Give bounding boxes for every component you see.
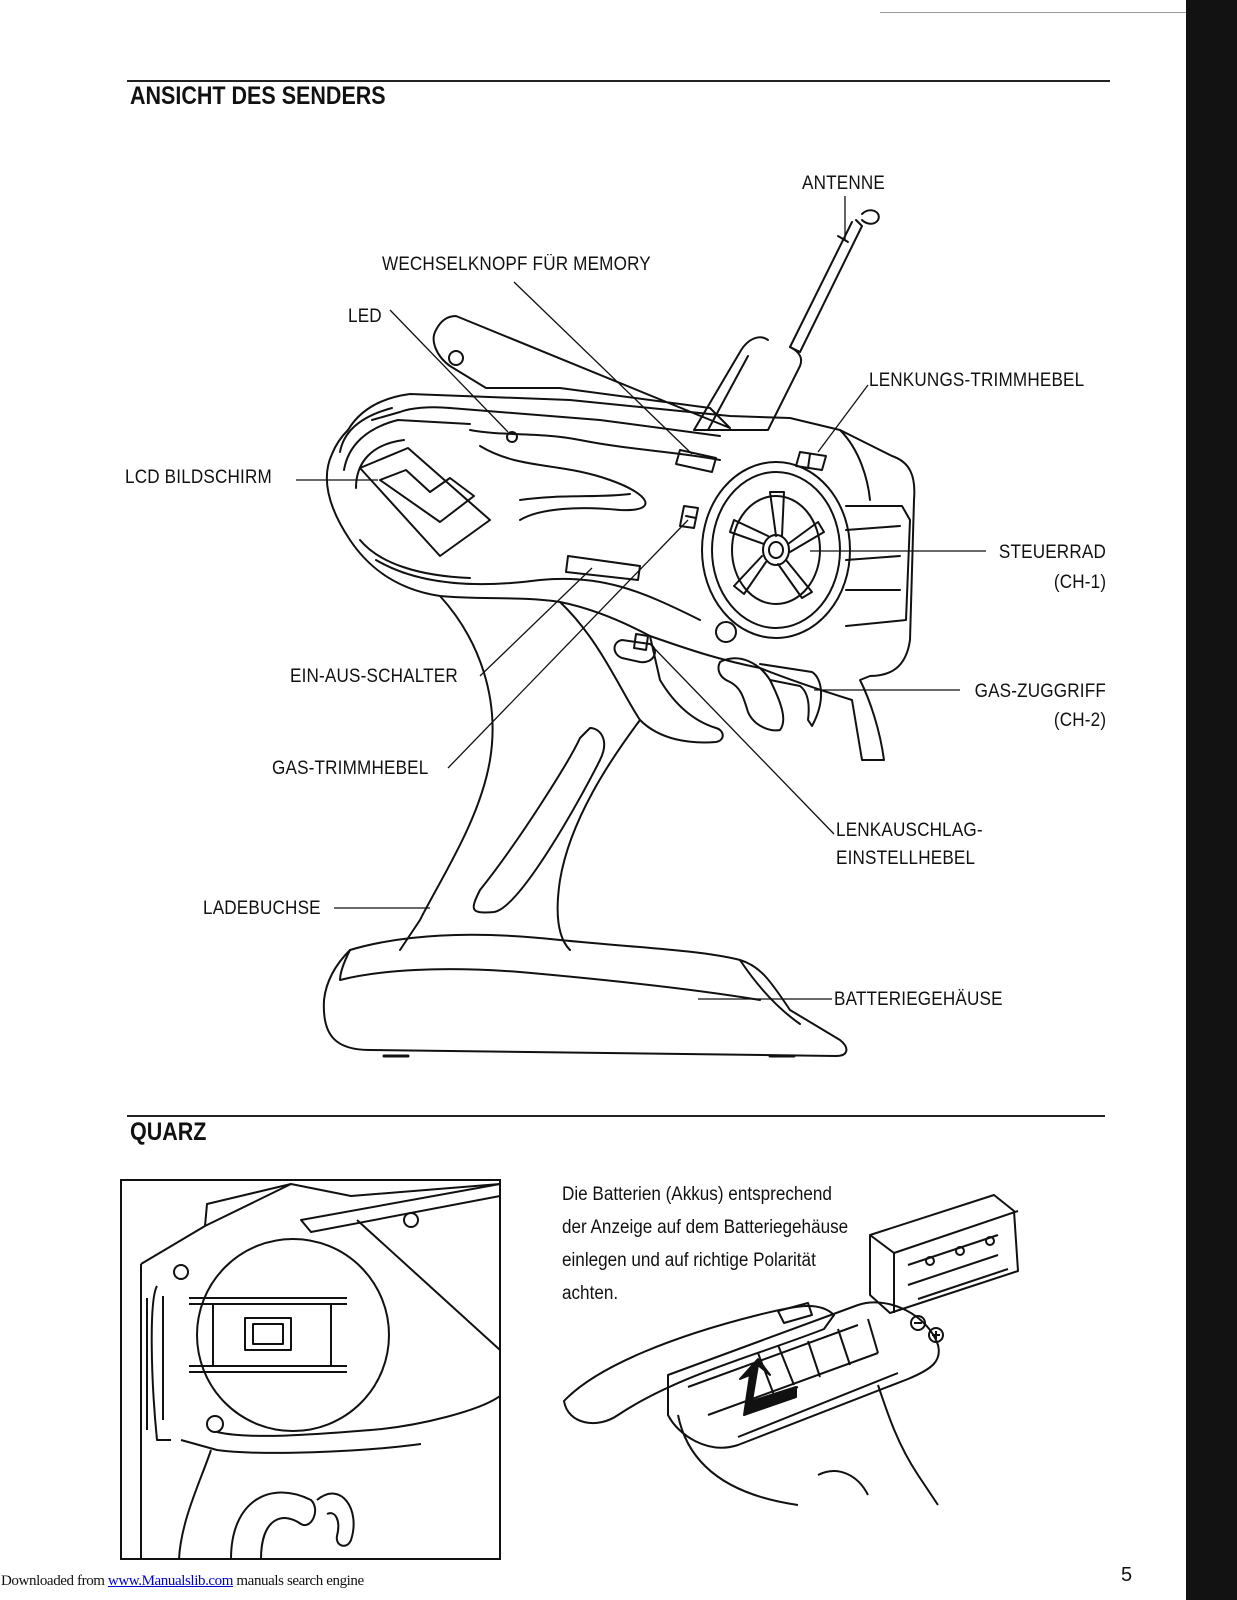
page-number: 5 — [1121, 1564, 1133, 1586]
battery-text-line-3: einlegen und auf richtige Polarität — [562, 1250, 816, 1271]
page-edge-shadow — [1186, 0, 1237, 1600]
transmitter-body — [325, 393, 916, 761]
label-lenkausschlag-2: EINSTELLHEBEL — [836, 848, 976, 869]
label-lenkausschlag-1: LENKAUSCHLAG- — [836, 820, 983, 841]
label-led: LED — [348, 306, 382, 327]
battery-text-line-2: der Anzeige auf dem Batteriegehäuse — [562, 1217, 849, 1238]
memory-switch-icon — [675, 449, 717, 473]
insert-arrow-icon — [739, 1358, 797, 1416]
label-steuerrad-ch: (CH-1) — [1053, 572, 1106, 593]
crystal-icon — [244, 1317, 292, 1351]
battery-instructions: Die Batterien (Akkus) entsprechend der A… — [562, 1178, 848, 1310]
crystal-detail-illustration — [120, 1179, 501, 1560]
top-edge-line — [880, 12, 1186, 13]
footer-source: Downloaded from www.Manualslib.com manua… — [1, 1573, 364, 1590]
section-title-ansicht: ANSICHT DES SENDERS — [130, 82, 386, 110]
label-gas-trimmhebel: GAS-TRIMMHEBEL — [272, 758, 429, 779]
throttle-trigger-icon — [717, 657, 822, 732]
steering-wheel-icon — [701, 461, 851, 639]
label-ein-aus-schalter: EIN-AUS-SCHALTER — [290, 666, 458, 687]
label-wechselknopf: WECHSELKNOPF FÜR MEMORY — [382, 254, 651, 275]
footer-link[interactable]: www.Manualslib.com — [107, 1573, 234, 1589]
steering-wheel-icon — [196, 1238, 390, 1432]
dual-rate-lever-icon — [633, 633, 649, 651]
battery-text-line-4: achten. — [562, 1283, 619, 1304]
label-ladebuchse: LADEBUCHSE — [203, 898, 321, 919]
lcd-screen-icon — [359, 447, 491, 557]
label-steuerrad: STEUERRAD — [998, 542, 1106, 563]
grip-icon — [399, 595, 737, 951]
battery-text-line-1: Die Batterien (Akkus) entsprechend — [562, 1184, 832, 1205]
label-gas-zuggriff: GAS-ZUGGRIFF — [974, 681, 1106, 702]
section-rule-top — [127, 80, 1110, 82]
throttle-trigger-icon — [230, 1491, 317, 1560]
footer-suffix: manuals search engine — [233, 1573, 364, 1589]
label-batteriegehaeuse: BATTERIEGEHÄUSE — [834, 989, 1003, 1010]
battery-holder-icon — [869, 1194, 1019, 1343]
section-title-quarz: QUARZ — [130, 1118, 207, 1146]
steering-trim-icon — [795, 451, 827, 471]
transmitter-diagram — [296, 196, 986, 1058]
power-switch-icon — [565, 555, 641, 581]
label-antenne: ANTENNE — [802, 173, 885, 194]
battery-installation-illustration — [563, 1194, 1019, 1506]
carry-handle-icon — [432, 315, 731, 429]
label-lcd-bildschirm: LCD BILDSCHIRM — [125, 467, 272, 488]
label-gas-zuggriff-ch: (CH-2) — [1053, 710, 1106, 731]
battery-housing-icon — [322, 933, 848, 1058]
antenna-icon — [693, 209, 880, 431]
throttle-trim-icon — [679, 505, 699, 529]
footer-prefix: Downloaded from — [1, 1573, 108, 1589]
led-icon — [506, 431, 518, 443]
section-rule-quarz — [127, 1115, 1105, 1117]
label-lenkungs-trimmhebel: LENKUNGS-TRIMMHEBEL — [869, 370, 1085, 391]
